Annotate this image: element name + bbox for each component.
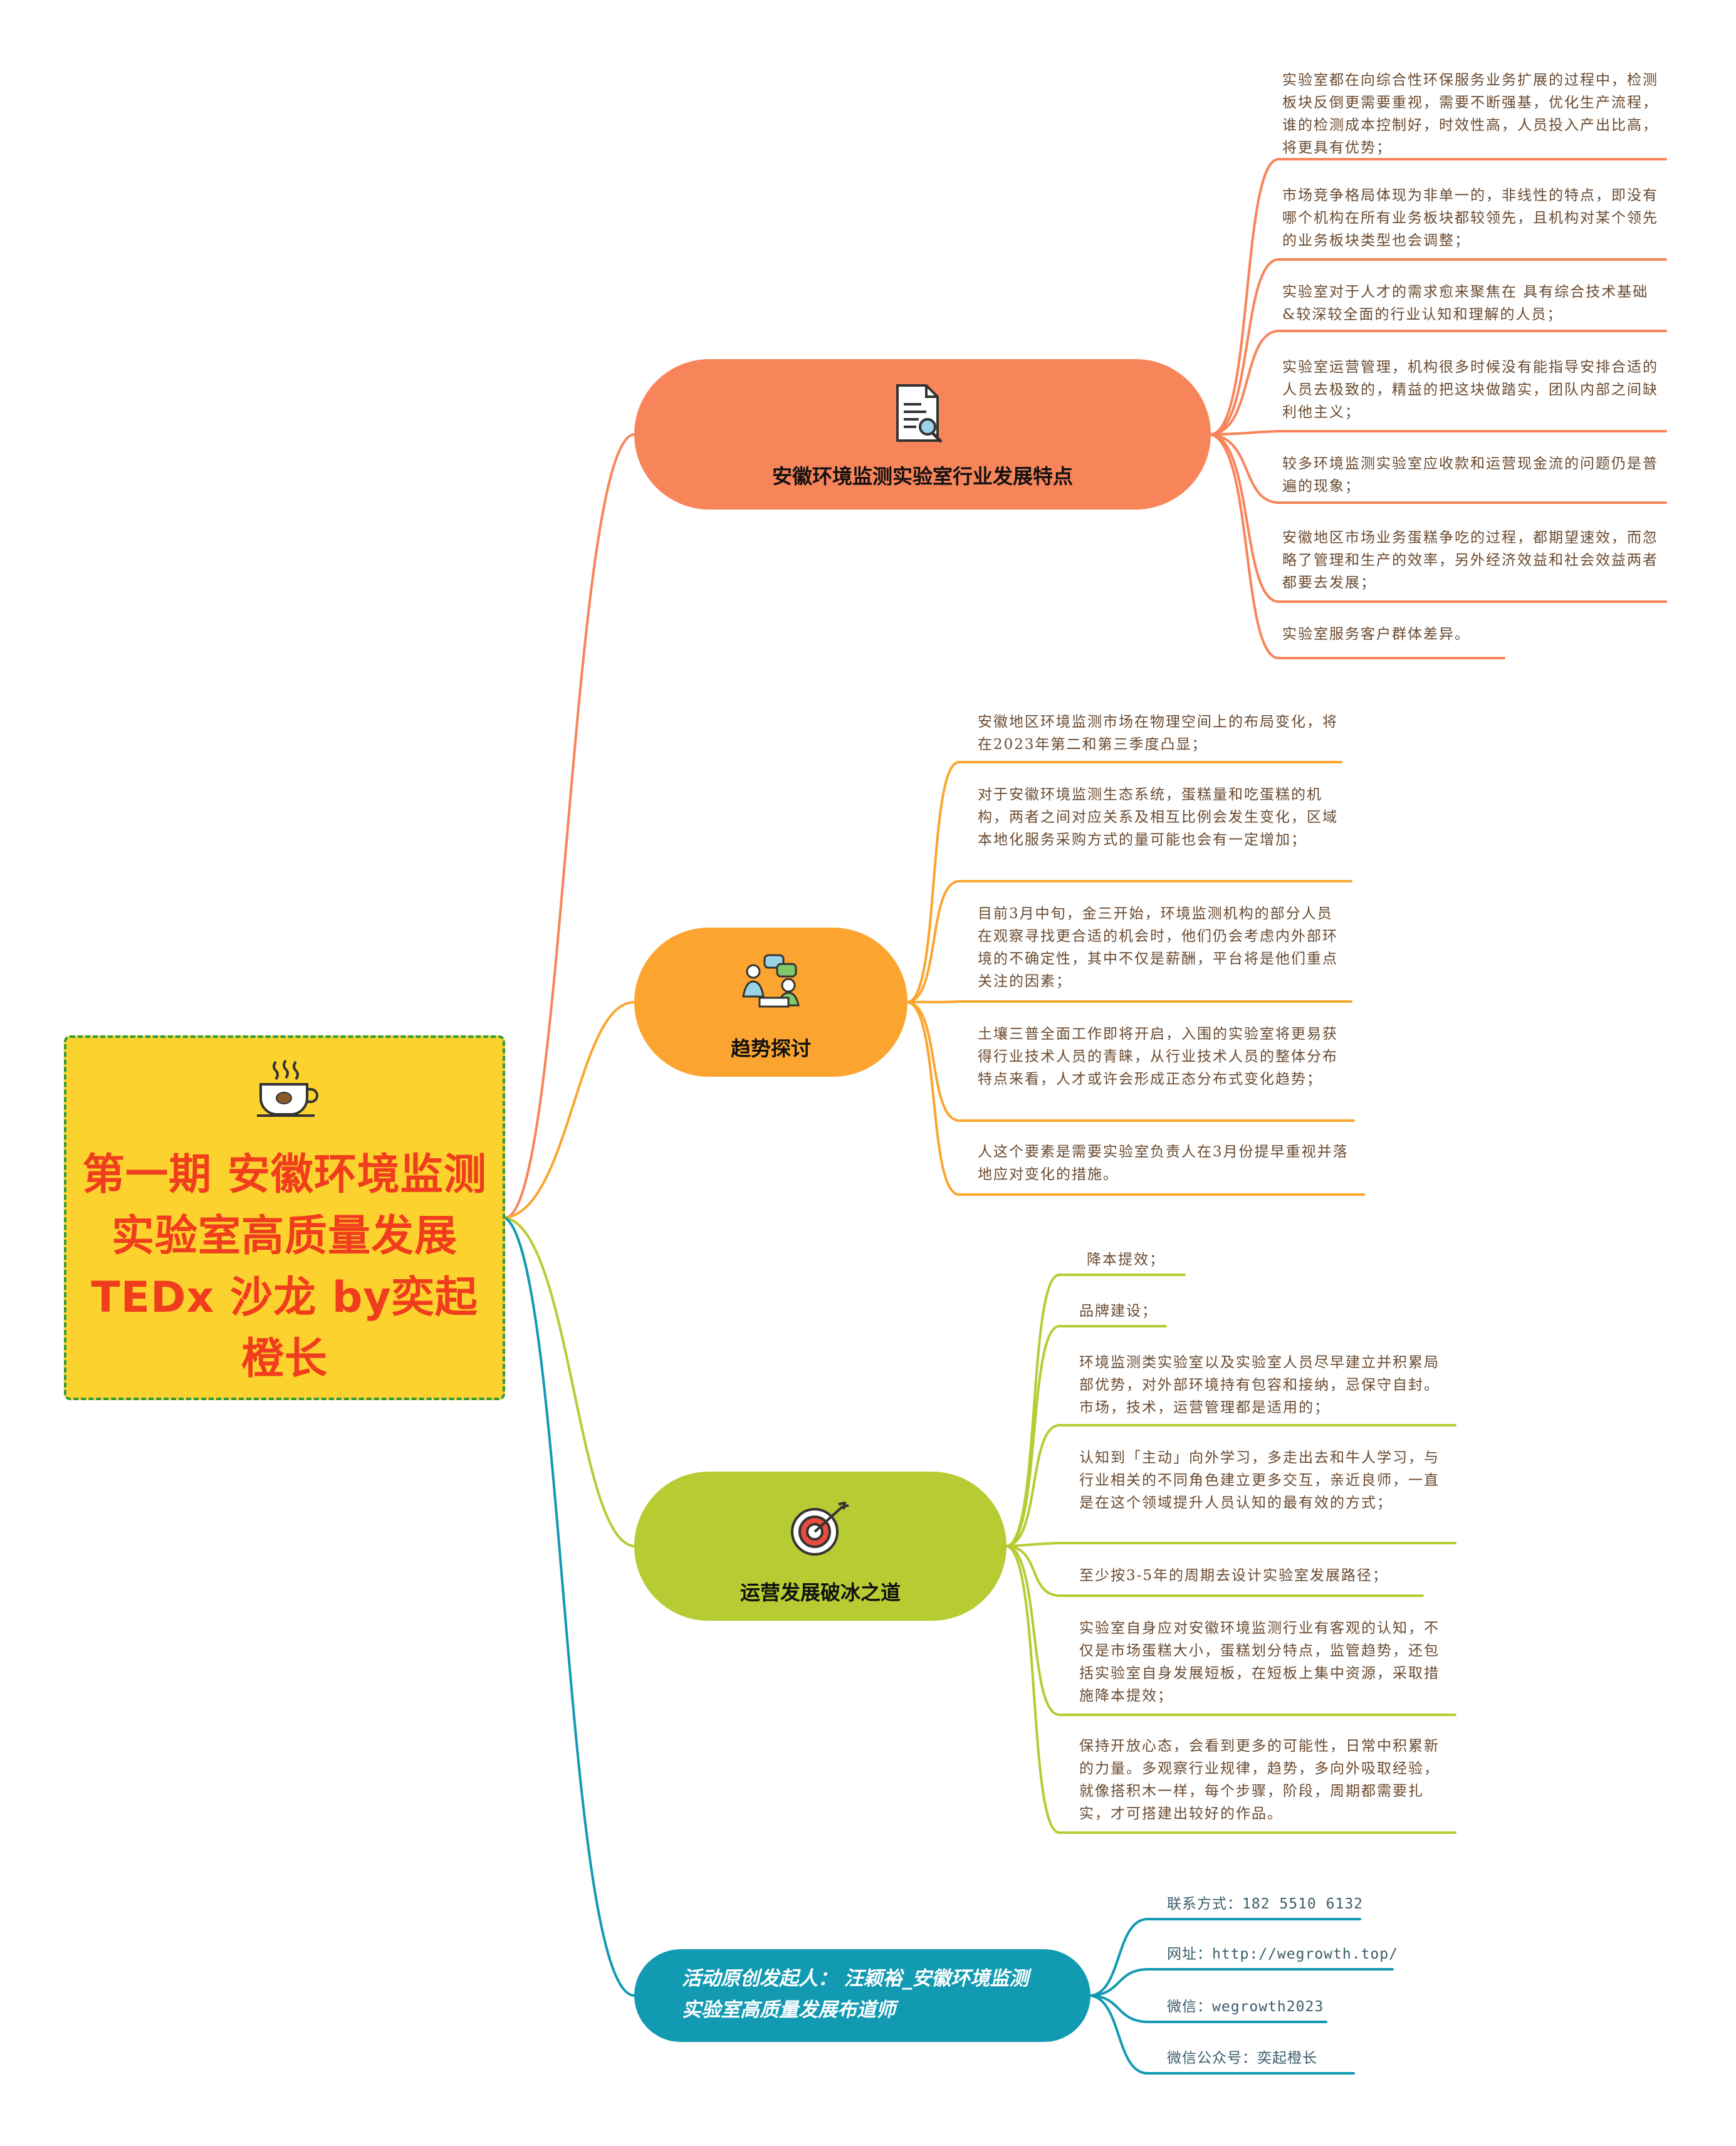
- leaf-text: 实验室服务客户群体差异。: [1282, 626, 1470, 642]
- leaf-text: 降本提效；: [1087, 1252, 1165, 1268]
- root-title: 第一期 安徽环境监测实验室高质量发展 TEDx 沙龙 by奕起橙长: [82, 1150, 487, 1384]
- leaf-text: 保持开放心态，会看到更多的可能性，日常中积累新的力量。多观察行业规律，趋势，多向…: [1079, 1738, 1440, 1822]
- discussion-icon: [742, 954, 800, 1008]
- leaf-text: 安徽地区环境监测市场在物理空间上的布局变化，将在2023年第二和第三季度凸显；: [978, 714, 1338, 753]
- leaf-text: 人这个要素是需要实验室负责人在3月份提早重视并落地应对变化的措施。: [978, 1144, 1349, 1183]
- leaf-text: 实验室运营管理，机构很多时候没有能指导安排合适的人员去极致的，精益的把这块做踏实…: [1282, 359, 1658, 421]
- branch-label: 运营发展破冰之道: [740, 1581, 901, 1604]
- leaf-text: 实验室自身应对安徽环境监测行业有客观的认知，不仅是市场蛋糕大小，蛋糕划分特点，监…: [1079, 1620, 1440, 1704]
- branch-label: 活动原创发起人： 汪颖裕_安徽环境监测实验室高质量发展布道师: [682, 1967, 1029, 2021]
- leaf-text: 认知到「主动」向外学习，多走出去和牛人学习，与行业相关的不同角色建立更多交互，亲…: [1079, 1450, 1440, 1511]
- leaf-text: 品牌建设；: [1079, 1303, 1158, 1319]
- contact-phone: 联系方式：182 5510 6132: [1167, 1896, 1364, 1912]
- leaf-text: 实验室都在向综合性环保服务业务扩展的过程中，检测板块反倒更需要重视，需要不断强基…: [1282, 72, 1658, 156]
- branch-trends[interactable]: 趋势探讨: [634, 928, 907, 1077]
- leaf-text: 市场竞争格局体现为非单一的，非线性的特点，即没有哪个机构在所有业务板块都较领先，…: [1282, 187, 1658, 249]
- document-search-icon: [896, 384, 943, 443]
- branch-label: 趋势探讨: [730, 1037, 811, 1060]
- branch-industry-features[interactable]: 安徽环境监测实验室行业发展特点: [634, 359, 1211, 510]
- branch-operations[interactable]: 运营发展破冰之道: [634, 1472, 1007, 1621]
- leaf-text: 环境监测类实验室以及实验室人员尽早建立并积累局部优势，对外部环境持有包容和接纳，…: [1079, 1354, 1440, 1416]
- branch-organizer[interactable]: 活动原创发起人： 汪颖裕_安徽环境监测实验室高质量发展布道师: [634, 1949, 1090, 2042]
- leaf-text: 至少按3-5年的周期去设计实验室发展路径；: [1079, 1568, 1389, 1584]
- website-link[interactable]: 网址：http://wegrowth.top/: [1167, 1946, 1398, 1962]
- wechat-id: 微信：wegrowth2023: [1167, 1999, 1324, 2015]
- coffee-cup-icon: [257, 1059, 318, 1117]
- leaf-text: 实验室对于人才的需求愈来聚焦在 具有综合技术基础&较深较全面的行业认知和理解的人…: [1282, 284, 1649, 323]
- leaf-text: 土壤三普全面工作即将开启，入围的实验室将更易获得行业技术人员的青睐，从行业技术人…: [978, 1026, 1338, 1087]
- target-icon: [791, 1502, 849, 1556]
- wechat-official-account: 微信公众号：奕起橙长: [1167, 2050, 1317, 2066]
- leaf-text: 目前3月中旬，金三开始，环境监测机构的部分人员在观察寻找更合适的机会时，他们仍会…: [978, 906, 1338, 990]
- root-node[interactable]: 第一期 安徽环境监测实验室高质量发展 TEDx 沙龙 by奕起橙长: [64, 1035, 505, 1400]
- leaf-text: 较多环境监测实验室应收款和运营现金流的问题仍是普遍的现象；: [1282, 456, 1658, 495]
- leaf-text: 安徽地区市场业务蛋糕争吃的过程，都期望速效，而忽略了管理和生产的效率，另外经济效…: [1282, 530, 1658, 591]
- leaf-text: 对于安徽环境监测生态系统，蛋糕量和吃蛋糕的机构，两者之间对应关系及相互比例会发生…: [978, 787, 1338, 848]
- branch-label: 安徽环境监测实验室行业发展特点: [771, 464, 1073, 488]
